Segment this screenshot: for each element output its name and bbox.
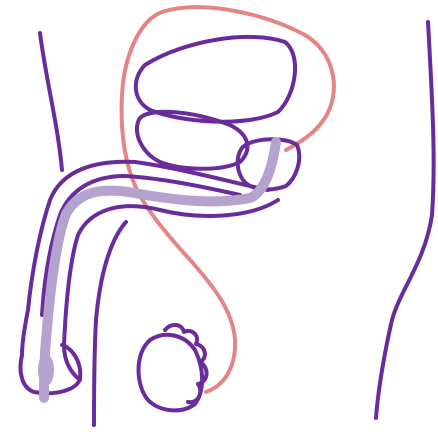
left-body-contour [40,33,62,170]
bladder [136,37,295,122]
testis [139,335,203,411]
duct-tip [38,354,54,386]
right-body-contour [376,22,434,418]
shaft-lower [94,222,126,425]
